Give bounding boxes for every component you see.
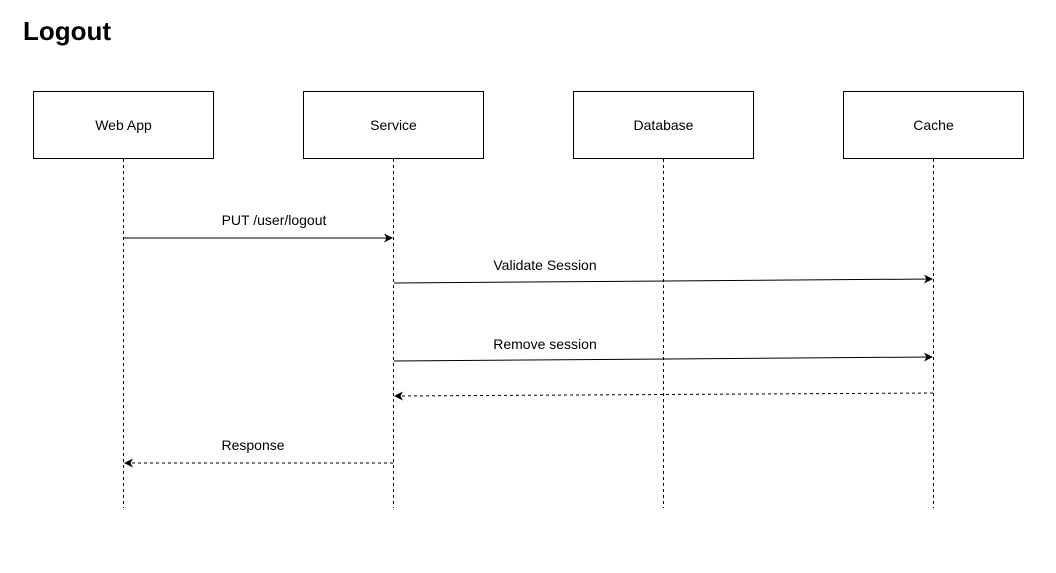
participant-label: Web App xyxy=(95,117,152,133)
message-response[interactable]: Response xyxy=(124,437,393,468)
participant-label: Cache xyxy=(913,117,954,133)
participant-label: Database xyxy=(634,117,694,133)
participant-service[interactable]: Service xyxy=(303,91,484,159)
message-label: PUT /user/logout xyxy=(222,212,327,228)
message-put-user-logout[interactable]: PUT /user/logout xyxy=(124,212,393,243)
message-label: Response xyxy=(221,437,284,453)
participant-cache[interactable]: Cache xyxy=(843,91,1024,159)
participant-web-app[interactable]: Web App xyxy=(33,91,214,159)
message-label: Validate Session xyxy=(493,257,596,273)
message-validate-session[interactable]: Validate Session xyxy=(393,257,933,284)
message-arrow xyxy=(393,352,933,362)
message-arrow xyxy=(393,274,933,284)
message-label: Remove session xyxy=(493,336,597,352)
page-title: Logout xyxy=(23,16,112,46)
participant-label: Service xyxy=(370,117,417,133)
participant-database[interactable]: Database xyxy=(573,91,754,159)
message-remove-session[interactable]: Remove session xyxy=(393,336,933,362)
